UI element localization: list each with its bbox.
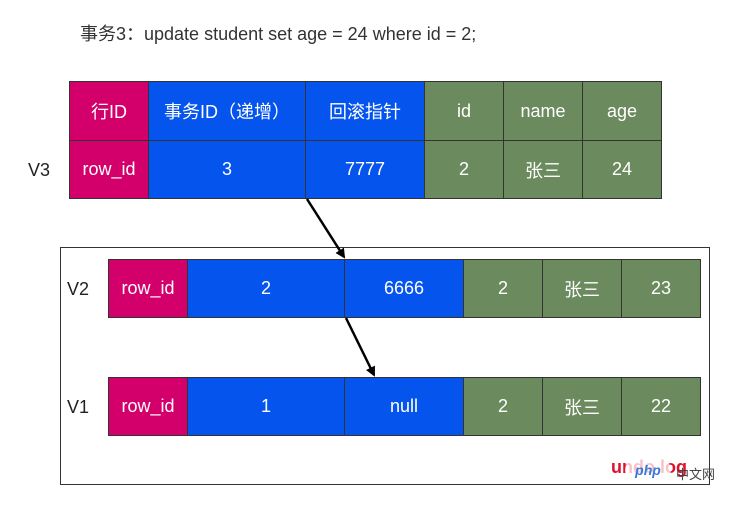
cell-id: 2 xyxy=(463,259,543,318)
cell-trx-id: 1 xyxy=(187,377,345,436)
cell-roll-pointer: 7777 xyxy=(305,140,425,199)
cell-id: 2 xyxy=(463,377,543,436)
version-row-v2: row_id 2 6666 2 张三 23 xyxy=(108,259,701,318)
version-label-v2: V2 xyxy=(67,279,90,299)
cell-age: 24 xyxy=(582,140,662,199)
version-row-v1: row_id 1 null 2 张三 22 xyxy=(108,377,701,436)
cell-name: 张三 xyxy=(542,377,622,436)
cell-age: 23 xyxy=(621,259,701,318)
header-age: age xyxy=(582,81,662,141)
cell-trx-id: 3 xyxy=(148,140,306,199)
cell-trx-id: 2 xyxy=(187,259,345,318)
header-name: name xyxy=(503,81,583,141)
cell-row-id: row_id xyxy=(108,259,188,318)
cell-row-id: row_id xyxy=(108,377,188,436)
watermark-logo: php xyxy=(625,458,671,482)
header-row: 行ID 事务ID（递增） 回滚指针 id name age xyxy=(69,81,662,141)
arrow-v3-to-v2 xyxy=(305,198,346,259)
transaction-title: 事务3：update student set age = 24 where id… xyxy=(80,24,477,44)
watermark-text: 中文网 xyxy=(676,467,716,482)
cell-row-id: row_id xyxy=(69,140,149,199)
cell-age: 22 xyxy=(621,377,701,436)
version-label-v1: V1 xyxy=(67,397,90,417)
cell-id: 2 xyxy=(424,140,504,199)
undo-log-box xyxy=(60,247,710,485)
cell-roll-pointer: null xyxy=(344,377,464,436)
version-row-v3: row_id 3 7777 2 张三 24 xyxy=(69,140,662,199)
cell-roll-pointer: 6666 xyxy=(344,259,464,318)
arrow-v2-to-v1 xyxy=(344,317,376,377)
version-label-v3: V3 xyxy=(28,160,51,180)
